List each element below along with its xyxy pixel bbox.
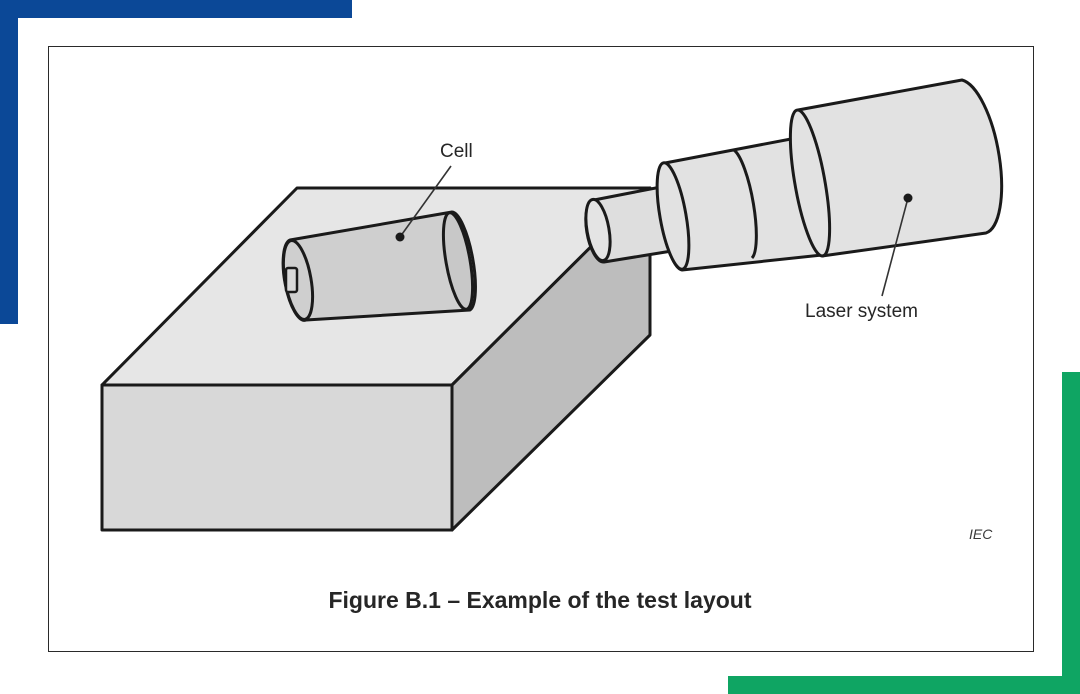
laser-middle-end [655,161,691,271]
green-corner-bar-right [1062,372,1080,694]
blue-corner-bar-left [0,0,18,324]
figure-caption: Figure B.1 – Example of the test layout [328,587,752,613]
laser-leader-dot [903,193,913,203]
blue-corner-bar-top [0,0,352,18]
leaders [395,165,913,297]
cell-leader-line [399,165,452,238]
green-corner-bar-bottom [728,676,1080,694]
cell-cylinder [281,210,477,322]
laser-main-housing [788,78,1004,258]
iec-mark: IEC [969,526,993,542]
test-box-front-face [100,383,454,532]
cell-terminal [284,266,299,294]
cell-label: Cell [440,141,473,162]
cell-far-cap [441,211,475,311]
laser-nozzle-end [584,197,612,263]
laser-system-label: Laser system [805,301,918,322]
laser-system [584,78,1004,272]
cell-leader-dot [395,232,405,242]
laser-ring-1 [733,148,758,260]
laser-leader-line [881,197,909,297]
laser-front-ring [797,108,832,258]
